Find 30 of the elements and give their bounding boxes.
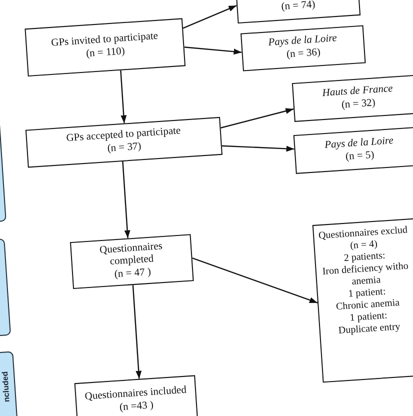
- exclusion-reason: Duplicate entry: [338, 321, 401, 338]
- count-label: (n = 37): [107, 141, 142, 156]
- region-name: Hauts de France: [322, 83, 394, 99]
- arrow: [220, 108, 294, 128]
- count-label: (n = 74): [281, 0, 316, 15]
- count-label: (n = 32): [341, 97, 376, 112]
- patient-count: 2 patients:: [344, 250, 386, 264]
- arrow: [192, 257, 318, 304]
- flow-box: [74, 375, 198, 416]
- count-label: (n = 36): [286, 47, 321, 62]
- arrow: [122, 161, 130, 238]
- patient-count: 1 patient:: [350, 310, 388, 324]
- flow-box: [240, 25, 366, 72]
- box-title: Questionnaires included: [84, 384, 187, 402]
- arrow: [184, 46, 242, 55]
- count-label: (n =43 ): [119, 400, 154, 414]
- exclusion-reason: Chronic anemia: [336, 297, 400, 313]
- band-label: ncluded: [1, 371, 12, 402]
- region-name: Pays de la Loire: [268, 33, 338, 49]
- patient-count: 1 patient:: [348, 286, 386, 300]
- region-name: Pays de la Loire: [324, 135, 394, 151]
- count-label: (n = 4): [350, 238, 378, 253]
- arrow: [182, 5, 237, 29]
- count-label: (n = 110): [86, 46, 126, 62]
- arrow: [132, 285, 142, 379]
- box-title: Questionnaires completed: [98, 240, 164, 268]
- count-label: (n = 5): [345, 149, 375, 164]
- arrow: [120, 70, 127, 124]
- count-label: (n = 47 ): [114, 266, 152, 282]
- arrow: [222, 145, 294, 152]
